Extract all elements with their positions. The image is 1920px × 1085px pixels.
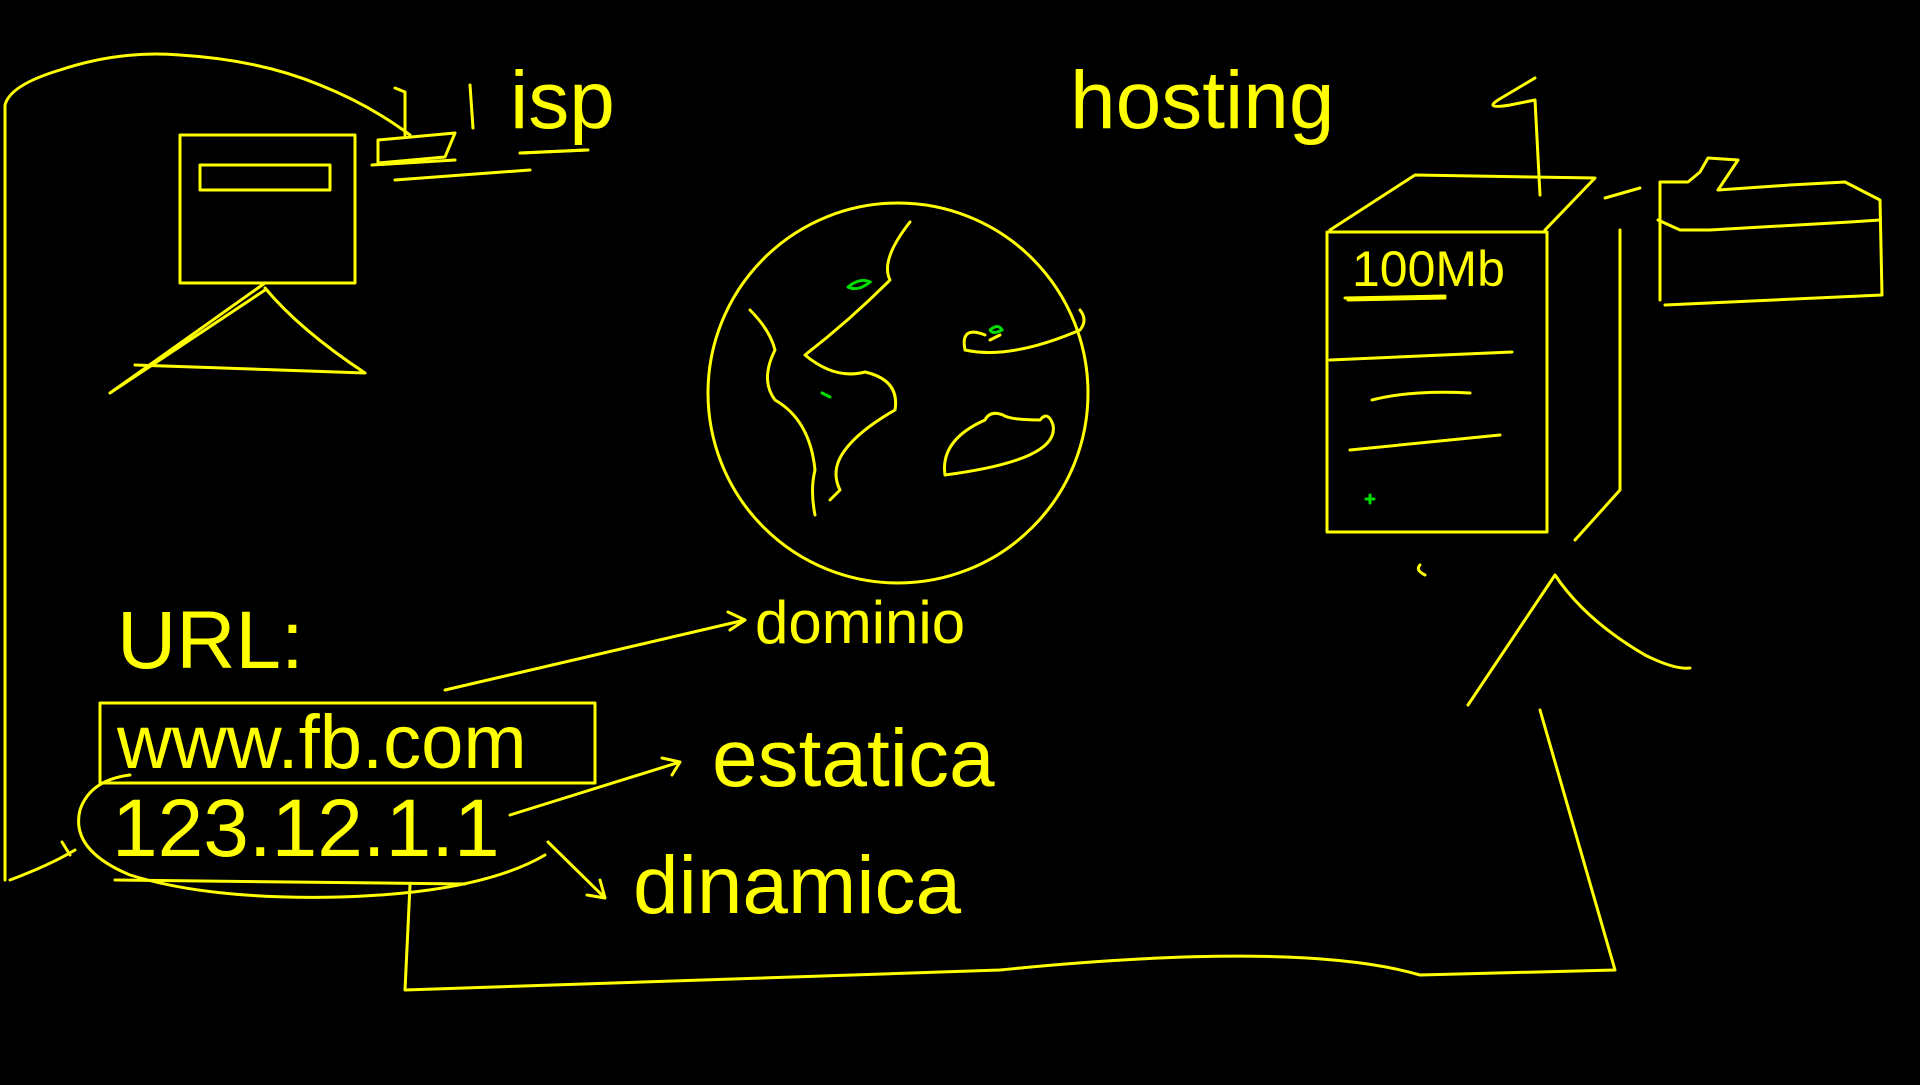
monitor-bar (198, 163, 332, 192)
ip-tick (8, 840, 77, 882)
server-upload-arrow (1491, 76, 1542, 197)
ip-underline (113, 878, 467, 886)
server-dot (1364, 493, 1376, 505)
static-label: estatica (712, 713, 995, 804)
globe-marks (820, 278, 1005, 399)
address-box (98, 701, 597, 785)
url-label: URL: (117, 595, 304, 686)
domain-label: dominio (755, 589, 966, 656)
isp-connector (370, 83, 587, 182)
left-bracket (3, 52, 412, 882)
server-lines (1328, 296, 1514, 452)
return-line (403, 708, 1617, 992)
folder-icon (1656, 156, 1884, 307)
server-top (1328, 173, 1642, 542)
monitor-stand (108, 281, 367, 395)
address-label: www.fb.com (117, 700, 527, 785)
hosting-label: hosting (1070, 55, 1335, 146)
globe-continents (748, 220, 1086, 517)
ip-label: 123.12.1.1 (112, 783, 500, 874)
storage-label: 100Mb (1352, 241, 1505, 297)
dynamic-label: dinamica (633, 840, 962, 931)
arrow-to-static (508, 756, 682, 817)
globe-outline (706, 201, 1090, 585)
server-front (1325, 230, 1549, 534)
isp-label: isp (510, 55, 615, 146)
storage-underline (1343, 294, 1447, 300)
isp-underline (520, 148, 590, 155)
ip-loop (77, 773, 547, 899)
upload-arrow-head (1416, 563, 1692, 707)
arrow-to-dynamic (546, 840, 607, 900)
arrow-to-domain (443, 610, 747, 692)
monitor-frame (178, 133, 357, 285)
